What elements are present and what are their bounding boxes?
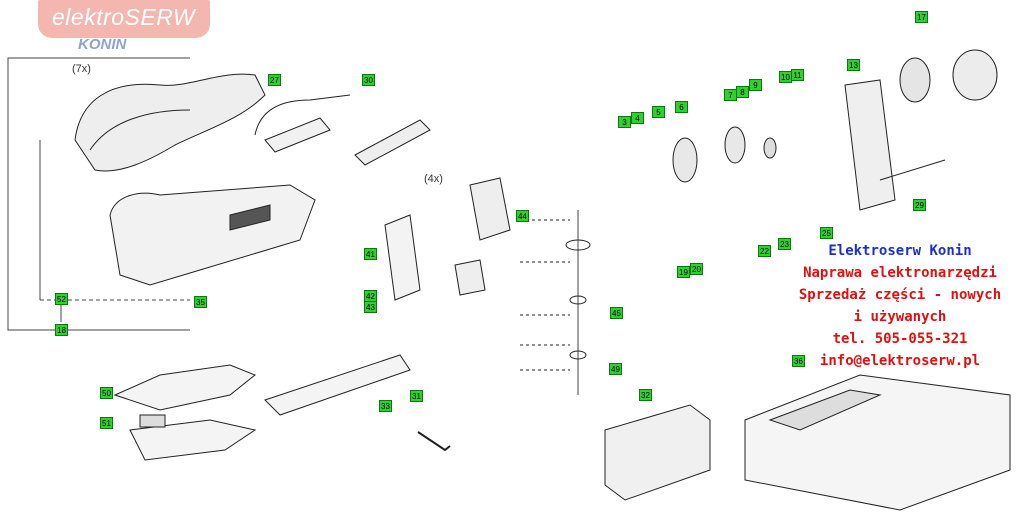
contact-phone: tel. 505-055-321 [832, 331, 968, 347]
part-tag: 44 [516, 210, 529, 222]
contact-title: Elektroserw Konin [828, 243, 972, 259]
part-tag: 27 [268, 74, 281, 86]
contact-email[interactable]: info@elektroserw.pl [819, 353, 981, 369]
part-tag: 5 [652, 106, 665, 118]
part-tag: 50 [100, 387, 113, 399]
part-tag: 9 [749, 79, 762, 91]
part-tag: 3 [618, 116, 631, 128]
contact-line: Sprzedaż części - nowych [798, 287, 1002, 303]
part-tag: 18 [55, 324, 68, 336]
part-tag: 8 [736, 86, 749, 98]
contact-line: i używanych [853, 309, 947, 325]
logo-text: elektroSERW [52, 4, 196, 30]
multiplier-label: (4x) [424, 173, 443, 185]
part-tag: 45 [610, 307, 623, 319]
part-tag: 35 [194, 296, 207, 308]
part-tag: 31 [410, 390, 423, 402]
part-tag: 25 [820, 227, 833, 239]
part-tag: 32 [639, 389, 652, 401]
part-tag: 36 [792, 355, 805, 367]
part-tag: 33 [379, 400, 392, 412]
part-tag: 41 [364, 248, 377, 260]
part-tag: 11 [791, 69, 804, 81]
brand-logo: elektroSERW [38, 0, 210, 38]
multiplier-label: (7x) [72, 63, 91, 75]
part-tag: 43 [364, 301, 377, 313]
part-tag: 22 [758, 245, 771, 257]
part-tag: 4 [631, 112, 644, 124]
part-tag: 52 [55, 293, 68, 305]
contact-block: Elektroserw Konin Naprawa elektronarzędz… [780, 240, 1020, 372]
part-tag: 30 [362, 74, 375, 86]
part-tag: 20 [690, 263, 703, 275]
logo-subtitle: KONIN [78, 36, 127, 53]
part-tag: 19 [677, 266, 690, 278]
part-tag: 29 [913, 199, 926, 211]
part-tag: 23 [778, 238, 791, 250]
contact-line: Naprawa elektronarzędzi [803, 265, 997, 281]
part-tag: 17 [915, 11, 928, 23]
part-tag: 49 [609, 363, 622, 375]
part-tag: 51 [100, 417, 113, 429]
part-tag: 6 [675, 101, 688, 113]
part-tag: 13 [847, 59, 860, 71]
